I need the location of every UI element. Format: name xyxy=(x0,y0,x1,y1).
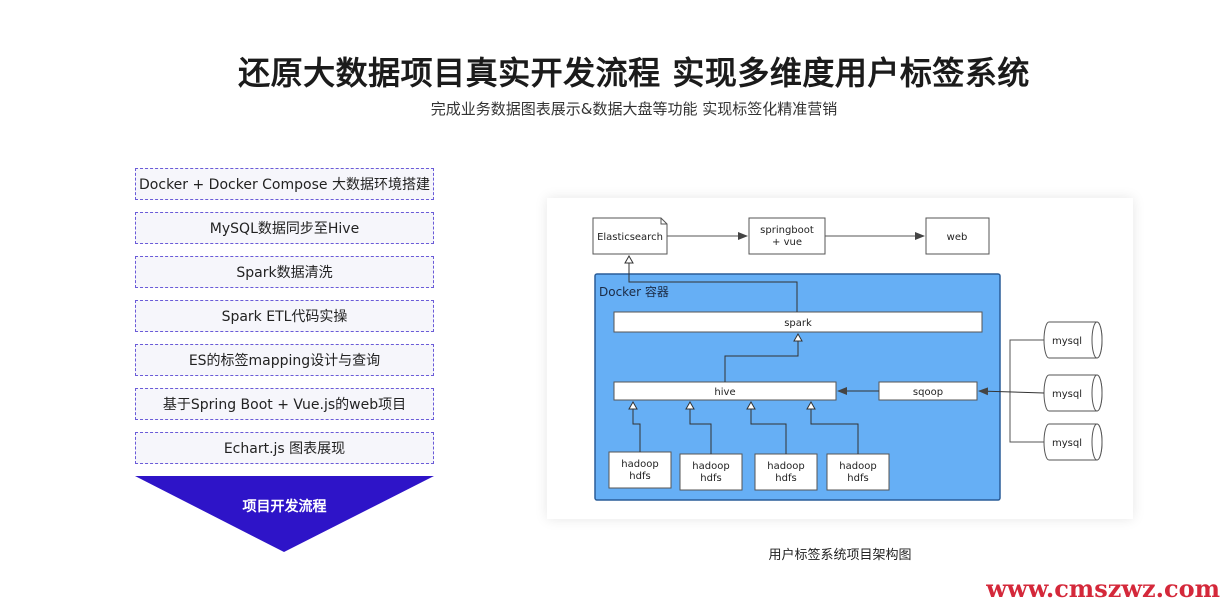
funnel-arrow xyxy=(135,476,434,552)
watermark: www.cmszwz.com xyxy=(986,574,1220,603)
vue-label: + vue xyxy=(772,237,802,248)
spark-label: spark xyxy=(784,318,812,329)
mysql-group: mysql mysql mysql xyxy=(978,321,1103,461)
step-spark-clean: Spark数据清洗 xyxy=(135,256,434,288)
step-springboot-vue: 基于Spring Boot + Vue.js的web项目 xyxy=(135,388,434,420)
springboot-node xyxy=(748,217,826,255)
hadoop-label: hadoop xyxy=(767,461,804,472)
hdfs-label: hdfs xyxy=(847,473,868,484)
hadoop-node xyxy=(608,451,672,489)
spark-node xyxy=(613,311,983,333)
mysql-node: mysql xyxy=(1043,374,1103,412)
hadoop-node xyxy=(679,453,743,491)
elasticsearch-node xyxy=(592,217,668,255)
page-title: 还原大数据项目真实开发流程 实现多维度用户标签系统 xyxy=(238,54,1030,92)
funnel-shape xyxy=(135,476,434,552)
process-steps: Docker + Docker Compose 大数据环境搭建 MySQL数据同… xyxy=(135,168,434,476)
mysql-label: mysql xyxy=(1052,438,1082,449)
sqoop-label: sqoop xyxy=(913,387,943,398)
mysql-label: mysql xyxy=(1052,336,1082,347)
hadoop-node xyxy=(826,453,890,491)
hadoop-label: hadoop xyxy=(621,459,658,470)
architecture-diagram: Elasticsearch springboot + vue web Docke… xyxy=(547,198,1133,519)
mysql-node: mysql xyxy=(1043,423,1103,461)
mysql-node: mysql xyxy=(1043,321,1103,359)
hadoop-node xyxy=(754,453,818,491)
springboot-label: springboot xyxy=(760,225,814,236)
hdfs-label: hdfs xyxy=(629,471,650,482)
step-docker: Docker + Docker Compose 大数据环境搭建 xyxy=(135,168,434,200)
step-es-mapping: ES的标签mapping设计与查询 xyxy=(135,344,434,376)
page-subtitle: 完成业务数据图表展示&数据大盘等功能 实现标签化精准营销 xyxy=(430,100,838,118)
step-echarts: Echart.js 图表展现 xyxy=(135,432,434,464)
hadoop-label: hadoop xyxy=(692,461,729,472)
hdfs-label: hdfs xyxy=(775,473,796,484)
mysql-label: mysql xyxy=(1052,389,1082,400)
hive-label: hive xyxy=(714,387,735,398)
step-spark-etl: Spark ETL代码实操 xyxy=(135,300,434,332)
web-node xyxy=(925,217,990,255)
hadoop-group: hadoop hdfs hadoop hdfs hadoop hdfs hado… xyxy=(608,400,890,491)
hadoop-label: hadoop xyxy=(839,461,876,472)
hdfs-label: hdfs xyxy=(700,473,721,484)
architecture-svg: Elasticsearch springboot + vue web Docke… xyxy=(592,217,1103,501)
docker-label: Docker 容器 xyxy=(599,284,669,299)
elasticsearch-label: Elasticsearch xyxy=(597,232,663,243)
web-label: web xyxy=(947,232,968,243)
step-mysql-hive: MySQL数据同步至Hive xyxy=(135,212,434,244)
funnel-label: 项目开发流程 xyxy=(242,499,327,515)
diagram-caption: 用户标签系统项目架构图 xyxy=(768,548,912,563)
